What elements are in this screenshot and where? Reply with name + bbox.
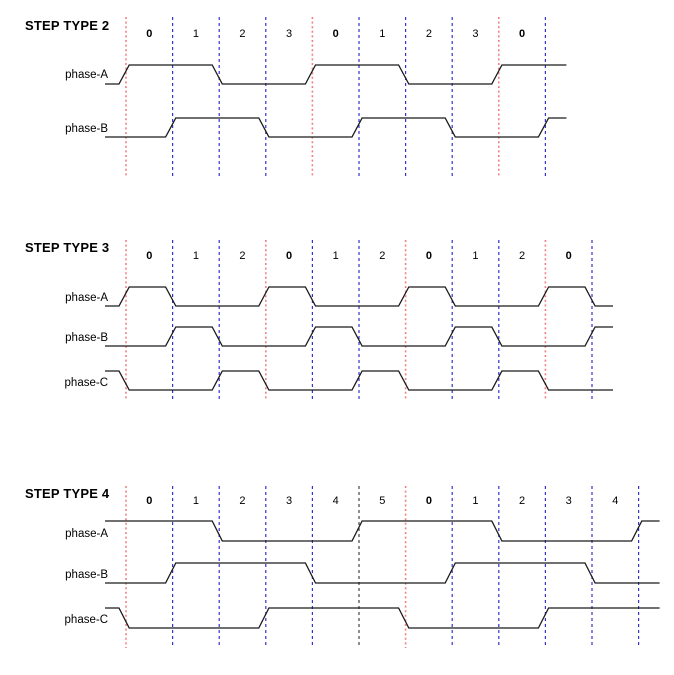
step-label: 2 <box>519 495 526 507</box>
step-label: 3 <box>286 495 293 507</box>
step-label: 1 <box>379 28 386 40</box>
phase-label-phase-C: phase-C <box>64 614 108 626</box>
phase-label-phase-B: phase-B <box>65 569 108 581</box>
step-label: 2 <box>519 250 526 262</box>
step-label: 1 <box>192 250 199 262</box>
step-label: 2 <box>239 28 246 40</box>
step-label: 4 <box>612 495 619 507</box>
waveform-phase-B <box>105 326 613 347</box>
step-label: 2 <box>425 28 432 40</box>
section-title-step-type-3: STEP TYPE 3 <box>25 240 110 255</box>
step-label: 3 <box>286 28 293 40</box>
phase-label-phase-A: phase-A <box>65 292 108 304</box>
step-label: 2 <box>239 250 246 262</box>
section-title-step-type-4: STEP TYPE 4 <box>25 486 110 501</box>
step-label: 0 <box>146 495 153 507</box>
step-label: 2 <box>239 495 246 507</box>
step-label: 3 <box>565 495 572 507</box>
step-label: 1 <box>192 495 199 507</box>
step-label: 0 <box>425 495 432 507</box>
step-label: 0 <box>519 28 526 40</box>
step-label: 0 <box>565 250 572 262</box>
step-label: 0 <box>286 250 293 262</box>
step-label: 0 <box>146 28 153 40</box>
step-label: 1 <box>472 495 479 507</box>
phase-label-phase-A: phase-A <box>65 528 108 540</box>
phase-label-phase-C: phase-C <box>64 377 108 389</box>
waveform-phase-B <box>105 117 567 138</box>
step-label: 1 <box>192 28 199 40</box>
step-label: 3 <box>472 28 479 40</box>
waveform-phase-B <box>105 562 660 584</box>
section-title-step-type-2: STEP TYPE 2 <box>25 18 110 33</box>
step-label: 2 <box>379 250 386 262</box>
waveform-phase-A <box>105 520 660 542</box>
phase-label-phase-B: phase-B <box>65 123 108 135</box>
step-label: 4 <box>332 495 339 507</box>
phase-label-phase-B: phase-B <box>65 332 108 344</box>
step-label: 0 <box>332 28 339 40</box>
step-label: 0 <box>425 250 432 262</box>
phase-label-phase-A: phase-A <box>65 69 108 81</box>
step-label: 5 <box>379 495 386 507</box>
waveform-phase-A <box>105 286 613 307</box>
step-label: 1 <box>472 250 479 262</box>
step-label: 0 <box>146 250 153 262</box>
waveform-phase-C <box>105 607 660 629</box>
waveform-phase-C <box>105 370 613 391</box>
step-label: 1 <box>332 250 339 262</box>
waveform-phase-A <box>105 64 567 85</box>
